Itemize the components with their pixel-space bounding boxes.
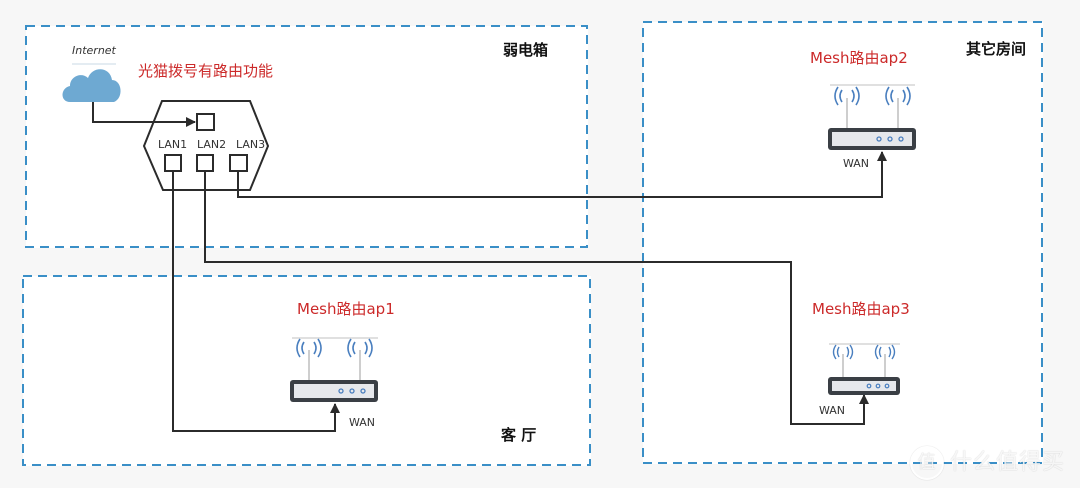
lan2-label: LAN2 xyxy=(197,138,227,151)
modem-lan2-port xyxy=(196,154,214,172)
watermark: 值什么值得买 xyxy=(910,444,1065,480)
optical-modem-icon xyxy=(142,100,270,191)
router-ap3-label: Mesh路由ap3 xyxy=(812,300,910,318)
zone-label-living-room: 客 厅 xyxy=(501,426,537,444)
watermark-logo-icon: 值 xyxy=(910,446,944,480)
zone-living-room xyxy=(23,276,591,466)
lan3-label: LAN3 xyxy=(236,138,266,151)
modem-wan-port xyxy=(196,113,215,131)
zone-weak-current-box xyxy=(26,26,588,248)
router-ap1-wan-label: WAN xyxy=(349,416,376,429)
cable-lan1-to-ap1 xyxy=(172,171,340,432)
router-ap2-label: Mesh路由ap2 xyxy=(810,49,908,67)
cable-lan2-to-ap3 xyxy=(204,171,869,425)
router-ap2-wan-label: WAN xyxy=(843,157,870,170)
zone-border-living-room xyxy=(22,275,591,466)
router-ap1-icon xyxy=(290,337,378,402)
internet-label: Internet xyxy=(72,44,116,57)
cloud-icon xyxy=(62,63,121,102)
zone-label-weak-current-box: 弱电箱 xyxy=(503,41,549,59)
modem-annotation: 光猫拨号有路由功能 xyxy=(138,62,274,80)
cable-internet-to-modem xyxy=(92,102,196,127)
cable-lan3-to-ap2 xyxy=(237,151,887,198)
router-ap3-wan-label: WAN xyxy=(819,404,846,417)
zone-label-other-rooms: 其它房间 xyxy=(966,40,1027,58)
router-ap1-label: Mesh路由ap1 xyxy=(297,300,395,318)
watermark-text: 什么值得买 xyxy=(950,450,1066,475)
zone-border-other-rooms xyxy=(642,21,1043,464)
modem-lan3-port xyxy=(229,154,248,172)
modem-lan1-port xyxy=(164,154,182,172)
router-ap2-icon xyxy=(828,84,916,150)
zone-border-weak-current-box xyxy=(25,25,588,248)
router-ap3-icon xyxy=(828,343,900,395)
lan1-label: LAN1 xyxy=(158,138,188,151)
